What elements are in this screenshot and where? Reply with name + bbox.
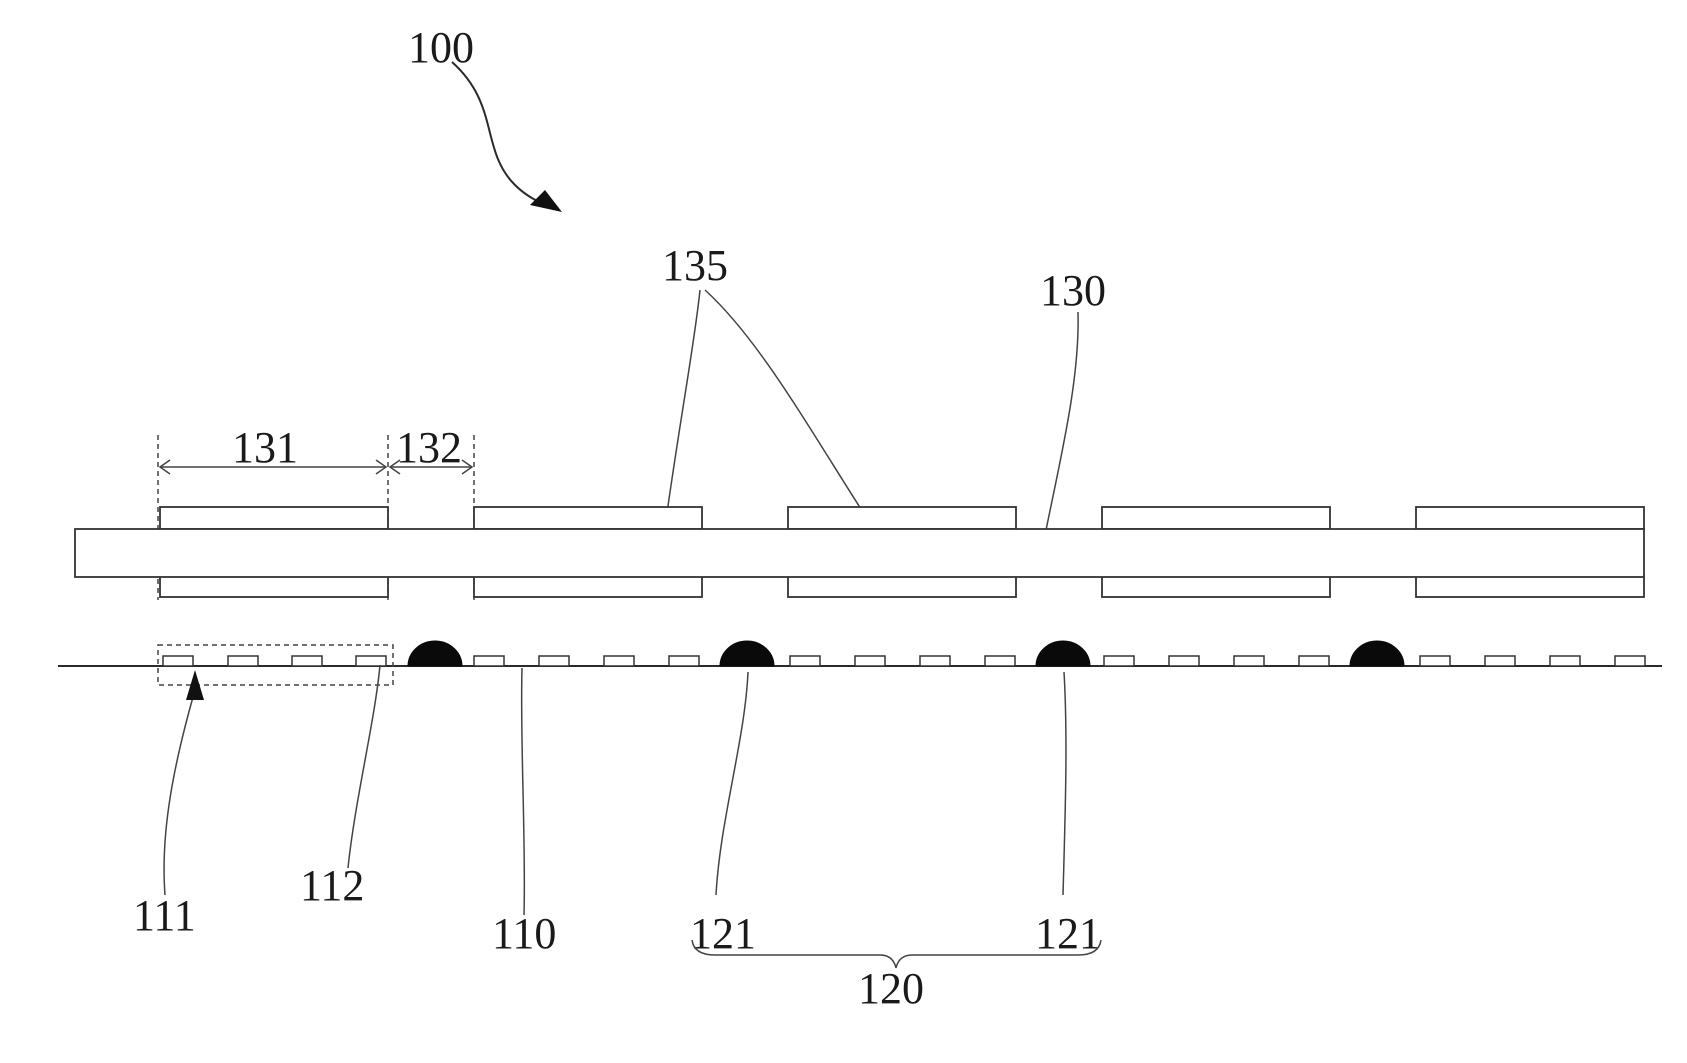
leader-130	[1044, 312, 1078, 540]
label-130: 130	[1040, 266, 1106, 315]
leader-100	[452, 62, 562, 212]
label-100: 100	[408, 23, 474, 72]
leader-110	[522, 668, 525, 915]
label-121-left: 121	[690, 909, 756, 958]
arrowhead-100	[530, 190, 562, 212]
label-135: 135	[662, 241, 728, 290]
label-120: 120	[858, 964, 924, 1013]
panel-130	[75, 529, 1644, 577]
label-110: 110	[492, 909, 556, 958]
leader-121-left	[716, 672, 748, 895]
leader-135-a	[666, 290, 700, 520]
electrodes-bottom	[160, 575, 1644, 597]
leader-135-b	[705, 290, 868, 520]
label-132: 132	[396, 423, 462, 472]
label-111: 111	[133, 891, 196, 940]
leader-121-right	[1063, 672, 1066, 895]
leader-112	[348, 665, 380, 868]
pads	[163, 656, 1645, 666]
label-121-right: 121	[1035, 909, 1101, 958]
leader-111	[164, 690, 195, 895]
label-131: 131	[232, 423, 298, 472]
label-112: 112	[300, 861, 364, 910]
electrodes-top	[160, 507, 1644, 529]
